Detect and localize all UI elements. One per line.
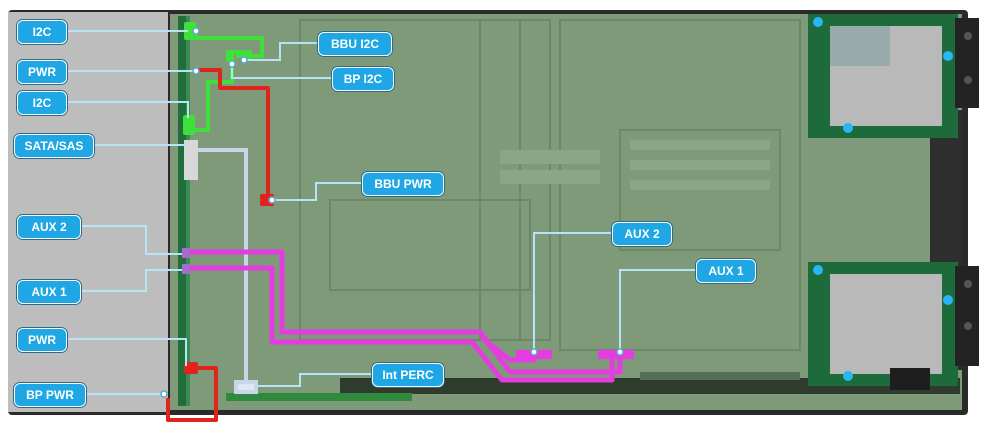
callout-bbu-i2c: BBU I2C xyxy=(318,32,392,56)
backplane-pcb xyxy=(178,16,188,406)
callout-pwr-backplane-top: PWR xyxy=(17,60,67,84)
callout-i2c-backplane-top: I2C xyxy=(17,20,67,44)
dimm-slots xyxy=(500,140,770,190)
callout-aux1-perc: AUX 1 xyxy=(696,259,756,283)
riser-bottom xyxy=(808,262,979,386)
callout-sata-sas: SATA/SAS xyxy=(14,134,94,158)
callout-aux2-backplane: AUX 2 xyxy=(17,215,81,239)
callout-aux1-backplane: AUX 1 xyxy=(17,280,81,304)
bottom-rail xyxy=(340,378,960,394)
bottom-connector xyxy=(640,372,800,380)
callout-leaders xyxy=(66,30,696,395)
leader-endpoints xyxy=(160,27,624,398)
callout-bbu-pwr: BBU PWR xyxy=(362,172,444,196)
backplane-connectors xyxy=(182,248,190,274)
callout-int-perc: Int PERC xyxy=(372,363,444,387)
riser-top xyxy=(808,14,979,138)
callout-aux2-perc: AUX 2 xyxy=(612,222,672,246)
rear-connector xyxy=(890,368,930,390)
sata-sas-cable xyxy=(198,148,258,394)
power-cables xyxy=(166,68,274,422)
callout-bp-i2c: BP I2C xyxy=(332,67,394,91)
callout-i2c-backplane-mid: I2C xyxy=(17,91,67,115)
sata-connector xyxy=(184,140,198,180)
int-perc-card xyxy=(226,393,412,401)
callout-pwr-backplane-bottom: PWR xyxy=(17,328,67,352)
callout-bp-pwr: BP PWR xyxy=(14,383,86,407)
